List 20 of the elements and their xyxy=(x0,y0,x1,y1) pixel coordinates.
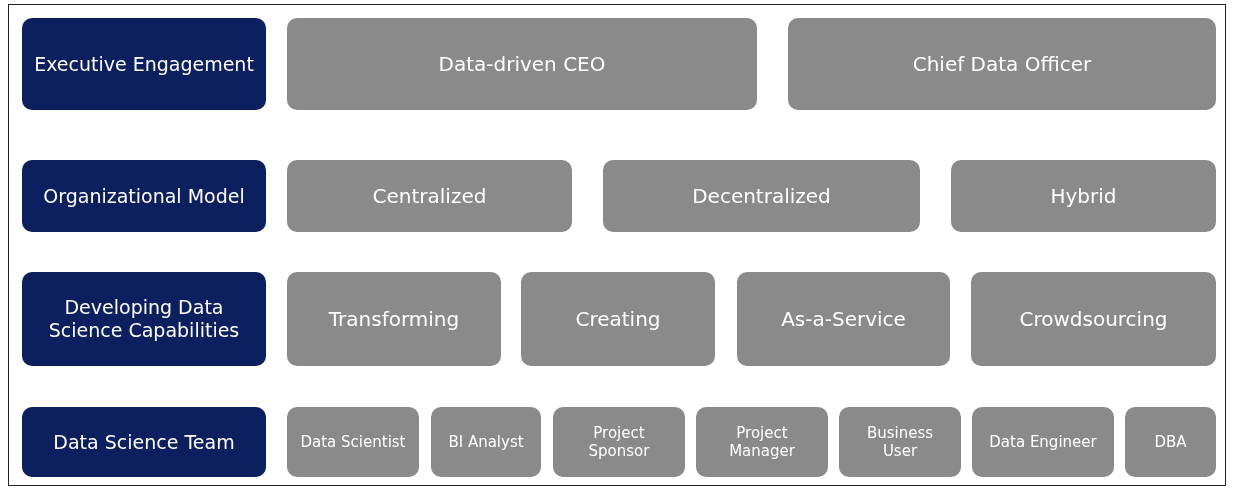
row-heading: Developing Data Science Capabilities xyxy=(22,272,266,366)
row-heading: Data Science Team xyxy=(22,407,266,477)
category-box: Decentralized xyxy=(603,160,920,232)
category-box: Creating xyxy=(521,272,715,366)
category-box: As-a-Service xyxy=(737,272,950,366)
role-box: DBA xyxy=(1125,407,1216,477)
row-heading: Organizational Model xyxy=(22,160,266,232)
category-box: Centralized xyxy=(287,160,572,232)
role-box: Data Engineer xyxy=(972,407,1114,477)
category-box: Chief Data Officer xyxy=(788,18,1216,110)
role-box: Project Sponsor xyxy=(553,407,685,477)
role-box: BI Analyst xyxy=(431,407,541,477)
role-box: Data Scientist xyxy=(287,407,419,477)
row-heading: Executive Engagement xyxy=(22,18,266,110)
role-box: Business User xyxy=(839,407,961,477)
category-box: Crowdsourcing xyxy=(971,272,1216,366)
category-box: Transforming xyxy=(287,272,501,366)
category-box: Hybrid xyxy=(951,160,1216,232)
category-box: Data-driven CEO xyxy=(287,18,757,110)
role-box: Project Manager xyxy=(696,407,828,477)
